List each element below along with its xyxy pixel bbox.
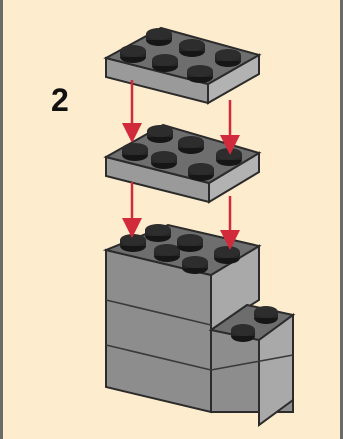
stud [151, 151, 177, 169]
stud [179, 39, 205, 57]
stud [231, 324, 255, 342]
base-tower-front [105, 248, 212, 414]
stud [254, 306, 278, 324]
stud [214, 246, 240, 264]
base-stack [102, 223, 296, 427]
top-plate [103, 26, 262, 105]
middle-plate [103, 123, 262, 204]
stud [145, 224, 171, 242]
stud [122, 143, 148, 161]
placement-arrows [122, 80, 240, 250]
top-plate-top [103, 26, 262, 86]
top-plate-studs [120, 28, 241, 83]
seam-line [105, 299, 212, 326]
stud [182, 256, 208, 274]
stud [177, 234, 203, 252]
stud [146, 28, 172, 46]
seam-line [210, 354, 294, 371]
step-studs [231, 306, 278, 342]
stud [188, 163, 214, 181]
stud [152, 54, 178, 72]
stud [120, 45, 146, 63]
stud [178, 136, 204, 154]
step-number: 2 [51, 82, 69, 118]
stud [147, 125, 173, 143]
middle-plate-top [103, 123, 262, 185]
stud [187, 65, 213, 83]
seam-line [105, 344, 212, 371]
stud [216, 148, 242, 166]
brick-assembly-illustration [102, 26, 296, 427]
stud [120, 234, 146, 252]
base-studs [120, 224, 240, 274]
base-step-right [258, 313, 294, 427]
stud [154, 244, 180, 262]
stud [215, 49, 241, 67]
